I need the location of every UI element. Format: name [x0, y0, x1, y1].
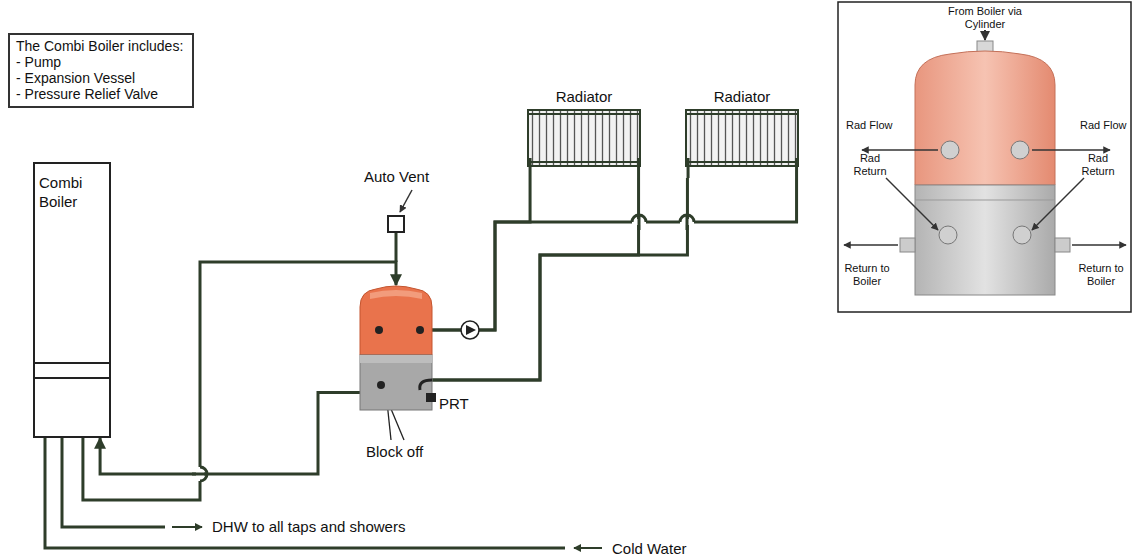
boiler-box: Combi Boiler	[33, 162, 111, 438]
prt-label: PRT	[439, 395, 469, 412]
annotation-label: Rad Return	[1074, 152, 1122, 178]
annotation-label: DHW to all taps and showers	[212, 518, 405, 535]
annotation-label: Rad Flow	[846, 119, 892, 132]
note-item: - Pump	[16, 54, 184, 70]
pipe-connector	[432, 178, 530, 330]
radiator-label: Radiator	[680, 88, 804, 106]
pipe-connector	[100, 393, 360, 475]
vessel-illustration	[360, 285, 436, 410]
pump-symbol	[461, 321, 479, 339]
note-heading: The Combi Boiler includes:	[16, 38, 184, 54]
pipe-hops	[192, 214, 694, 481]
annotation-label: Return to Boiler	[840, 262, 894, 288]
pipe-connector	[83, 262, 396, 500]
radiator: Radiator	[680, 88, 804, 178]
pipe-connector	[432, 178, 639, 380]
annotation-label: From Boiler via Cylinder	[942, 5, 1028, 31]
annotation-label: Cold Water	[612, 540, 686, 557]
annotation-label: Rad Flow	[1080, 119, 1126, 132]
boiler-label: Combi Boiler	[35, 164, 103, 211]
annotation-label: Return to Boiler	[1074, 262, 1128, 288]
auto-vent	[388, 216, 404, 262]
buffer-vessel: PRT	[360, 285, 432, 410]
annotation-label: Rad Return	[846, 152, 894, 178]
radiator-label: Radiator	[522, 88, 646, 106]
inset-illustration	[838, 2, 1131, 312]
water-pipes	[45, 438, 565, 548]
pipe-connector	[432, 178, 687, 380]
radiator: Radiator	[522, 88, 646, 178]
annotation-label: Auto Vent	[364, 168, 429, 185]
note-box: The Combi Boiler includes:- Pump- Expans…	[8, 33, 194, 108]
note-item: - Pressure Relief Valve	[16, 86, 184, 102]
note-item: - Expansion Vessel	[16, 70, 184, 86]
dhw-arrow	[172, 526, 202, 528]
cold-arrow	[574, 547, 602, 549]
vent-leader	[400, 190, 412, 212]
annotation-label: Block off	[366, 443, 423, 460]
